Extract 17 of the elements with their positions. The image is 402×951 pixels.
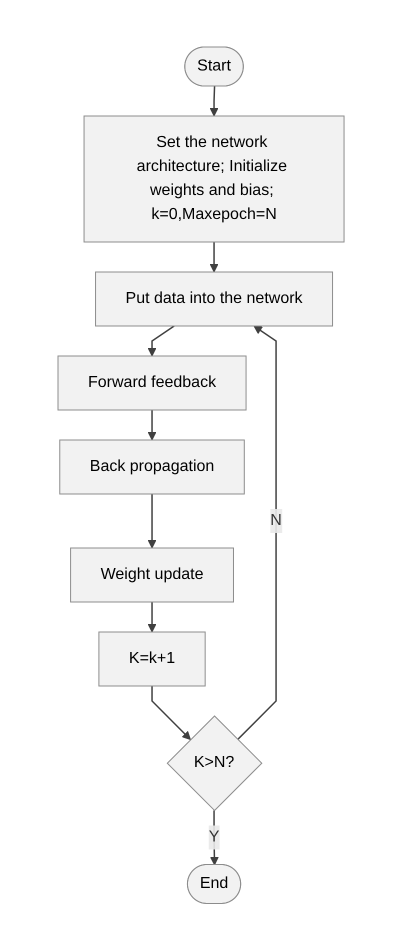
arrow	[151, 686, 191, 740]
node-box: Back propagation	[59, 440, 245, 495]
arrow	[148, 326, 175, 357]
arrow	[237, 326, 277, 740]
arrow	[148, 410, 156, 441]
node-box: K=k+1	[98, 632, 206, 687]
node-diamond: K>N?	[166, 716, 262, 812]
node-box: Set the network architecture; Initialize weights and bias; k=0,Maxepoch=N	[84, 116, 345, 243]
arrow	[148, 494, 156, 549]
node-box: Forward feedback	[57, 356, 247, 411]
edge-label: Y	[208, 828, 220, 846]
node-box: Weight update	[70, 548, 234, 603]
arrow	[148, 602, 156, 633]
arrow	[210, 242, 218, 273]
arrow	[210, 86, 218, 117]
edge-label: N	[270, 512, 282, 530]
node-box: Put data into the network	[95, 272, 334, 327]
